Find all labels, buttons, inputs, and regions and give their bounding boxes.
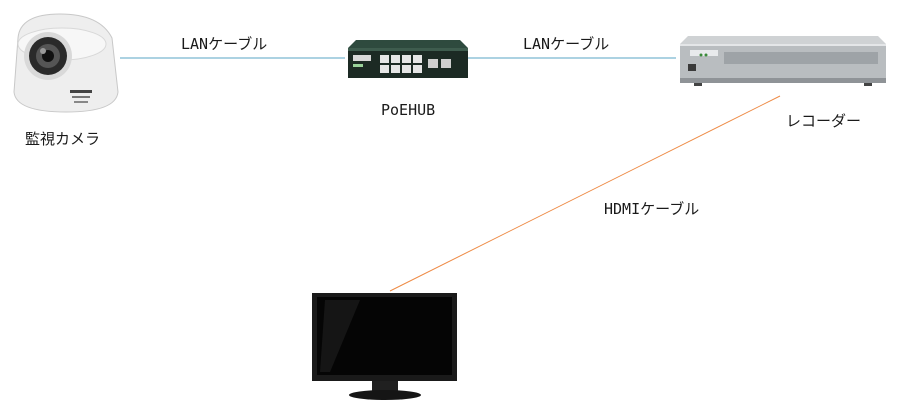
recorder-label: レコーダー (786, 112, 862, 130)
hdmi-cable-line (389, 95, 781, 292)
lan-cable-label-1: LANケーブル (181, 35, 268, 53)
hdmi-cable-label: HDMIケーブル (604, 200, 700, 218)
poe-hub-label: PoEHUB (381, 101, 436, 119)
monitor-icon (312, 293, 457, 400)
network-switch-icon (348, 40, 468, 78)
dome-camera-icon (13, 13, 119, 113)
lan-cable-label-2: LANケーブル (523, 35, 610, 53)
camera-label: 監視カメラ (25, 130, 101, 148)
recorder-icon (680, 36, 886, 86)
